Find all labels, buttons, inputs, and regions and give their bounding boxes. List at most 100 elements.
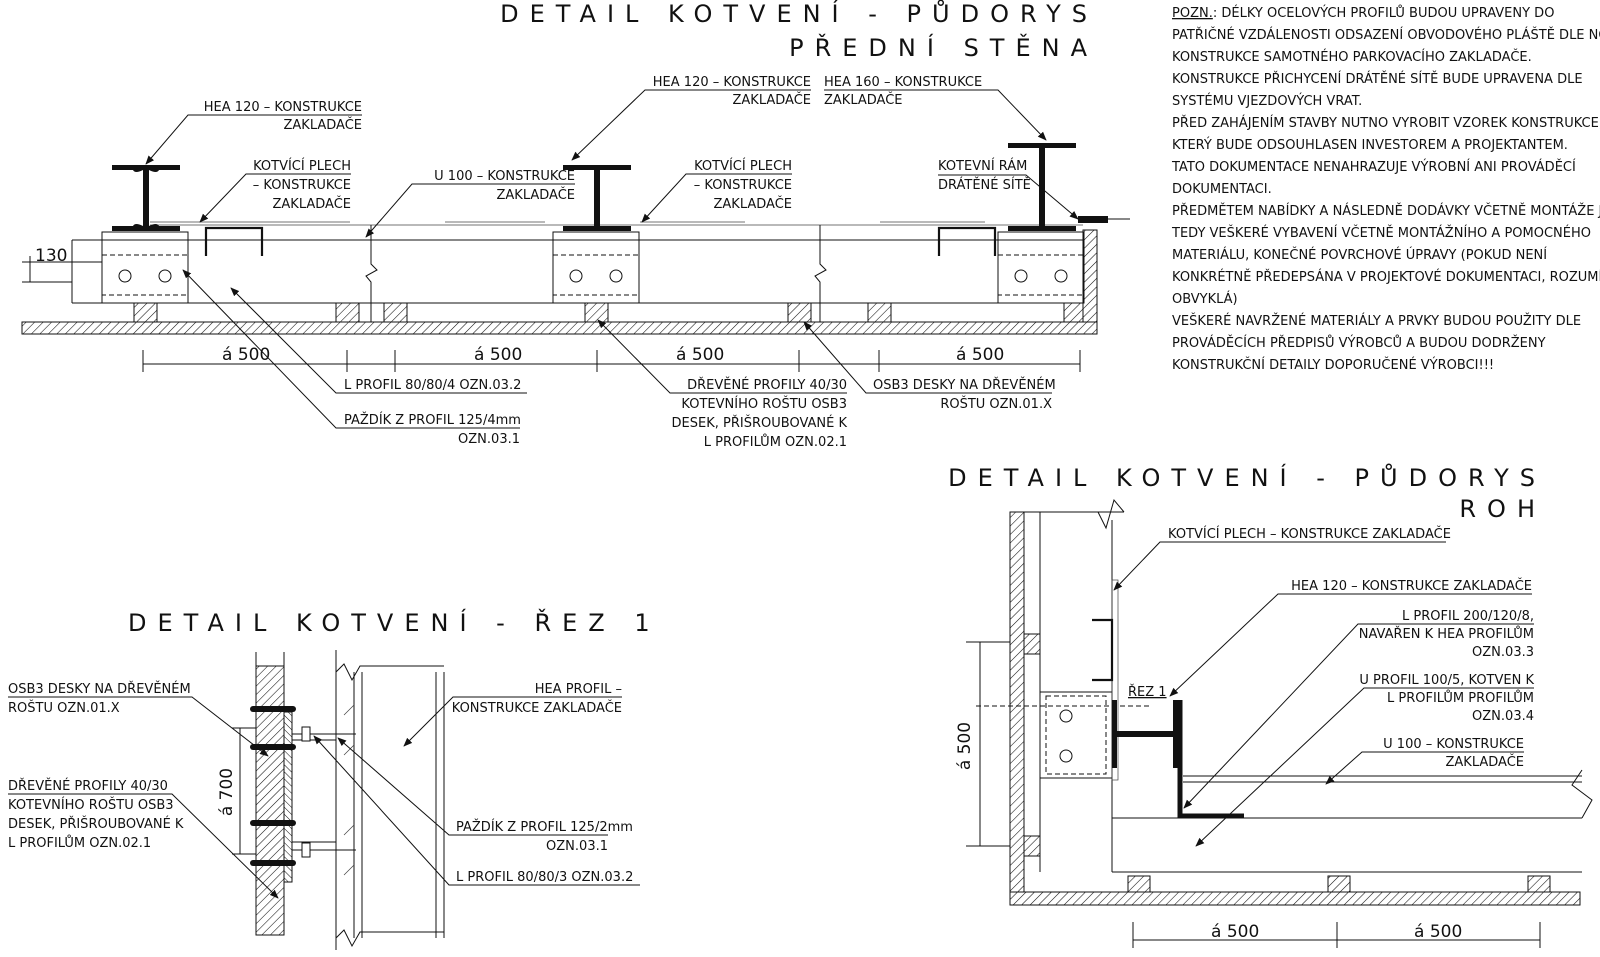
l-profile-icon bbox=[1177, 700, 1244, 819]
break-line bbox=[365, 225, 378, 322]
svg-text:POZN.: DÉLKY OCELOVÝCH PROFILŮ: POZN.: DÉLKY OCELOVÝCH PROFILŮ BUDOU UPR… bbox=[1172, 5, 1554, 21]
u-profile-icon bbox=[937, 226, 997, 256]
leader-line bbox=[938, 174, 1079, 220]
notes-line: PATŘIČNÉ VZDÁLENOSTI ODSAZENÍ OBVODOVÉHO… bbox=[1172, 27, 1600, 43]
leader-line bbox=[803, 321, 1052, 394]
post-box bbox=[1039, 691, 1113, 779]
notes-line: : DÉLKY OCELOVÝCH PROFILŮ BUDOU UPRAVENY… bbox=[1213, 5, 1555, 21]
label-mesh-frame: DRÁTĚNÉ SÍTĚ bbox=[938, 177, 1031, 193]
leader-line bbox=[641, 173, 792, 223]
wood-batten bbox=[1527, 875, 1551, 893]
notes-line: KONSTRUKCE PŘICHYCENÍ DRÁTĚNÉ SÍTĚ BUDE … bbox=[1172, 71, 1583, 87]
nut-icon bbox=[301, 726, 311, 742]
hea120-profile-icon bbox=[112, 165, 180, 231]
label-hea120-corner: HEA 120 – KONSTRUKCE ZAKLADAČE bbox=[1291, 578, 1532, 594]
label-anchor-plate-mid: ZAKLADAČE bbox=[714, 196, 793, 212]
pazdik-profile bbox=[292, 739, 337, 843]
bolt-icon bbox=[1059, 749, 1073, 763]
leader-line bbox=[1325, 751, 1524, 785]
label-u-profile-corner: OZN.03.4 bbox=[1472, 709, 1534, 724]
label-u100-corner: ZAKLADAČE bbox=[1446, 754, 1525, 770]
label-wood-profiles-section: DESEK, PŘIŠROUBOVANÉ K bbox=[8, 816, 184, 832]
title-plan-corner-1: DETAIL KOTVENÍ - PŮDORYS bbox=[948, 462, 1546, 492]
leader-line bbox=[182, 269, 520, 429]
notes-line: KONSTRUKČNÍ DETAILY DOPORUČENÉ VÝROBCI!!… bbox=[1172, 357, 1494, 373]
break-line bbox=[1571, 769, 1593, 819]
wood-batten bbox=[1063, 302, 1084, 323]
dim-spacing: á 500 bbox=[1211, 922, 1259, 942]
break-line bbox=[335, 663, 444, 682]
wall-right bbox=[1082, 229, 1098, 323]
wood-batten bbox=[383, 302, 408, 323]
bolt-icon bbox=[1059, 709, 1073, 723]
u-profile-icon bbox=[204, 226, 264, 256]
notes-line: KTERÝ BUDE ODSOUHLASEN INVESTOREM A PROJ… bbox=[1172, 137, 1568, 153]
dim-spacing: á 500 bbox=[956, 345, 1004, 365]
dim-corner-500: á 500 bbox=[955, 722, 975, 770]
label-pazdik-section: OZN.03.1 bbox=[546, 839, 608, 854]
leader-line bbox=[365, 183, 575, 238]
label-anchor-plate-left: – KONSTRUKCE bbox=[253, 178, 351, 193]
wall-left bbox=[1009, 511, 1025, 893]
notes-line: OBVYKLÁ) bbox=[1172, 291, 1238, 307]
leader-line bbox=[230, 287, 527, 394]
label-hea160: HEA 160 – KONSTRUKCE bbox=[824, 75, 982, 90]
dim-spacing: á 500 bbox=[676, 345, 724, 365]
notes-line: PŘED ZAHÁJENÍM STAVBY NUTNO VYROBIT VZOR… bbox=[1172, 115, 1600, 131]
title-plan-front-1: DETAIL KOTVENÍ - PŮDORYS bbox=[500, 0, 1098, 28]
label-wood-profiles-front: DŘEVĚNÉ PROFILY 40/30 bbox=[687, 377, 847, 393]
bolt-icon bbox=[609, 269, 623, 283]
label-wood-profiles-front: KOTEVNÍHO ROŠTU OSB3 bbox=[681, 396, 847, 412]
notes-line: KONKRÉTNĚ PŘEDEPSÁNA V PROJEKTOVÉ DOKUME… bbox=[1172, 269, 1600, 285]
leader-line bbox=[8, 793, 279, 899]
notes-line: DOKUMENTACI. bbox=[1172, 182, 1272, 197]
notes-line: VEŠKERÉ NAVRŽENÉ MATERIÁLY A PRVKY BUDOU… bbox=[1172, 313, 1581, 329]
mesh-frame-icon bbox=[1078, 216, 1108, 223]
bolt-icon bbox=[118, 269, 132, 283]
wood-batten bbox=[133, 302, 158, 323]
label-u100-front: U 100 – KONSTRUKCE bbox=[434, 169, 575, 184]
label-wood-profiles-front: DESEK, PŘIŠROUBOVANÉ K bbox=[672, 415, 848, 431]
hea120-profile-icon bbox=[1112, 700, 1178, 768]
leader-line bbox=[8, 696, 269, 757]
label-hea160: ZAKLADAČE bbox=[824, 92, 903, 108]
notes-block: POZN.: DÉLKY OCELOVÝCH PROFILŮ BUDOU UPR… bbox=[1171, 5, 1600, 373]
label-u100-front: ZAKLADAČE bbox=[497, 187, 576, 203]
wood-batten bbox=[867, 302, 892, 323]
wood-batten bbox=[787, 302, 812, 323]
label-osb3-section: ROŠTU OZN.01.X bbox=[8, 700, 120, 716]
leader-line bbox=[337, 737, 608, 836]
label-hea120-mid: HEA 120 – KONSTRUKCE bbox=[653, 75, 811, 90]
break-line bbox=[814, 225, 827, 322]
bolt-icon bbox=[569, 269, 583, 283]
bolt-icon bbox=[1014, 269, 1028, 283]
plan-corner: ŘEZ 1 á 500 á 500 á 500 KOTVÍCÍ PLECH – … bbox=[955, 498, 1593, 948]
notes-line: SYSTÉMU VJEZDOVÝCH VRAT. bbox=[1172, 93, 1362, 109]
label-wood-profiles-front: L PROFILŮM OZN.02.1 bbox=[704, 434, 847, 450]
label-l-profile-corner: L PROFIL 200/120/8, bbox=[1402, 609, 1534, 624]
wood-batten bbox=[283, 711, 293, 883]
label-pazdik-section: PAŽDÍK Z PROFIL 125/2mm bbox=[456, 819, 633, 835]
label-hea-profile-section: KONSTRUKCE ZAKLADAČE bbox=[452, 700, 622, 716]
label-hea120-left: ZAKLADAČE bbox=[284, 117, 363, 133]
bolt-icon bbox=[158, 269, 172, 283]
label-l-profile-corner: OZN.03.3 bbox=[1472, 645, 1534, 660]
hea120-profile-icon bbox=[563, 165, 631, 231]
title-plan-front-2: PŘEDNÍ STĚNA bbox=[789, 33, 1098, 62]
leader-line bbox=[1169, 593, 1532, 697]
post-box bbox=[101, 231, 189, 304]
dim-spacing: á 500 bbox=[222, 345, 270, 365]
label-anchor-plate-mid: KOTVÍCÍ PLECH bbox=[694, 158, 792, 174]
wood-batten bbox=[335, 302, 360, 323]
screw-icon bbox=[250, 706, 296, 866]
label-u100-corner: U 100 – KONSTRUKCE bbox=[1383, 737, 1524, 752]
leader-line bbox=[1183, 623, 1534, 809]
hea160-profile-icon bbox=[1008, 143, 1076, 231]
bolt-icon bbox=[1054, 269, 1068, 283]
nut-icon bbox=[301, 842, 311, 858]
notes-line: TATO DOKUMENTACE NENAHRAZUJE VÝROBNÍ ANI… bbox=[1171, 159, 1576, 175]
leader-line bbox=[597, 319, 847, 394]
label-l-profile-section: L PROFIL 80/80/3 OZN.03.2 bbox=[456, 870, 633, 885]
leader-line bbox=[403, 696, 622, 747]
